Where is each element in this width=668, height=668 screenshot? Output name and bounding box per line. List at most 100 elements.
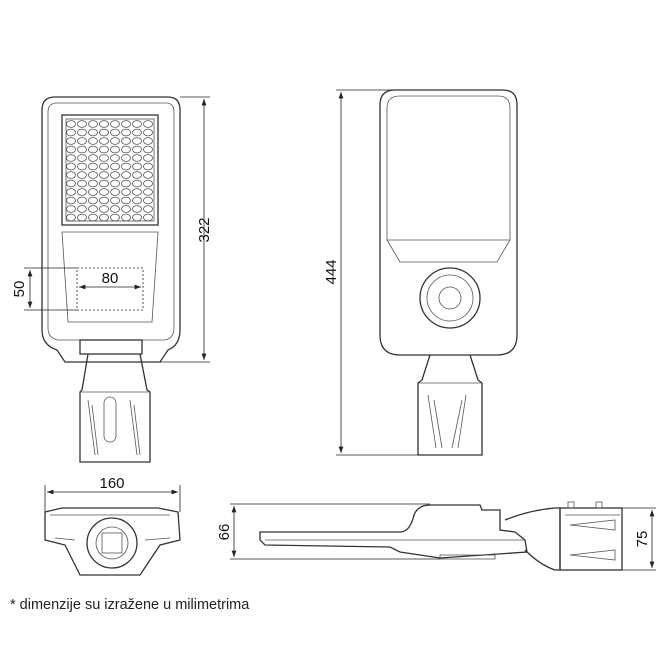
led-dot <box>66 196 76 205</box>
led-dot <box>99 213 109 222</box>
led-dot <box>143 205 153 213</box>
led-dot <box>132 171 142 179</box>
led-dot <box>121 196 131 205</box>
led-dot <box>77 154 87 162</box>
led-dot <box>143 179 153 188</box>
led-dot <box>132 205 142 213</box>
led-dot <box>110 171 120 179</box>
led-dot <box>66 205 76 213</box>
led-dot <box>99 171 109 179</box>
dimension-160: 160 <box>99 475 124 492</box>
led-dot <box>110 120 120 128</box>
led-dot <box>132 145 142 154</box>
led-dot <box>132 154 142 162</box>
led-dot <box>99 137 109 145</box>
led-dot <box>121 213 131 222</box>
led-dot <box>143 120 153 128</box>
led-dot <box>88 205 98 213</box>
dimension-50: 50 <box>11 281 28 298</box>
led-dot <box>121 171 131 179</box>
led-dot <box>77 196 87 205</box>
led-dot <box>110 196 120 205</box>
front-view: 322 50 80 <box>11 96 213 463</box>
led-dot <box>88 120 98 128</box>
led-array <box>66 120 153 222</box>
led-dot <box>110 137 120 145</box>
led-dot <box>99 120 109 128</box>
led-dot <box>143 154 153 162</box>
led-dot <box>121 205 131 213</box>
led-dot <box>66 154 76 162</box>
led-dot <box>88 154 98 162</box>
led-dot <box>99 145 109 154</box>
led-dot <box>66 213 76 222</box>
led-dot <box>132 120 142 128</box>
led-dot <box>77 171 87 179</box>
led-dot <box>143 213 153 222</box>
led-dot <box>66 137 76 145</box>
led-dot <box>99 154 109 162</box>
led-dot <box>88 171 98 179</box>
led-dot <box>66 162 76 171</box>
bottom-view: 160 <box>44 475 181 576</box>
led-dot <box>77 128 87 137</box>
led-dot <box>66 145 76 154</box>
led-dot <box>77 205 87 213</box>
led-dot <box>110 213 120 222</box>
led-dot <box>88 137 98 145</box>
dimension-75: 75 <box>634 531 651 548</box>
led-dot <box>77 188 87 196</box>
led-dot <box>143 162 153 171</box>
led-dot <box>121 137 131 145</box>
led-dot <box>88 162 98 171</box>
led-dot <box>99 128 109 137</box>
led-dot <box>132 137 142 145</box>
led-dot <box>66 188 76 196</box>
led-dot <box>121 162 131 171</box>
led-dot <box>99 188 109 196</box>
led-dot <box>132 188 142 196</box>
led-dot <box>77 137 87 145</box>
led-dot <box>121 179 131 188</box>
led-dot <box>77 120 87 128</box>
led-dot <box>88 179 98 188</box>
led-dot <box>132 196 142 205</box>
led-dot <box>88 128 98 137</box>
led-dot <box>121 128 131 137</box>
led-dot <box>132 162 142 171</box>
back-view: 444 <box>323 89 518 456</box>
led-dot <box>121 120 131 128</box>
led-dot <box>66 171 76 179</box>
dimension-66: 66 <box>216 524 233 541</box>
led-dot <box>143 137 153 145</box>
led-dot <box>143 128 153 137</box>
led-dot <box>99 205 109 213</box>
led-dot <box>99 196 109 205</box>
led-dot <box>143 145 153 154</box>
led-dot <box>143 171 153 179</box>
led-dot <box>66 179 76 188</box>
led-dot <box>77 145 87 154</box>
led-dot <box>121 188 131 196</box>
led-dot <box>110 188 120 196</box>
led-dot <box>88 213 98 222</box>
led-dot <box>88 188 98 196</box>
led-dot <box>88 145 98 154</box>
led-dot <box>66 128 76 137</box>
led-dot <box>110 145 120 154</box>
led-dot <box>132 213 142 222</box>
dimension-322: 322 <box>196 217 213 242</box>
led-dot <box>99 162 109 171</box>
led-dot <box>143 188 153 196</box>
led-dot <box>88 196 98 205</box>
led-dot <box>77 213 87 222</box>
led-dot <box>121 145 131 154</box>
led-dot <box>110 162 120 171</box>
led-dot <box>77 162 87 171</box>
dimension-444: 444 <box>323 259 340 284</box>
led-dot <box>110 128 120 137</box>
led-dot <box>110 154 120 162</box>
side-view: 66 75 <box>216 501 656 571</box>
led-dot <box>110 205 120 213</box>
